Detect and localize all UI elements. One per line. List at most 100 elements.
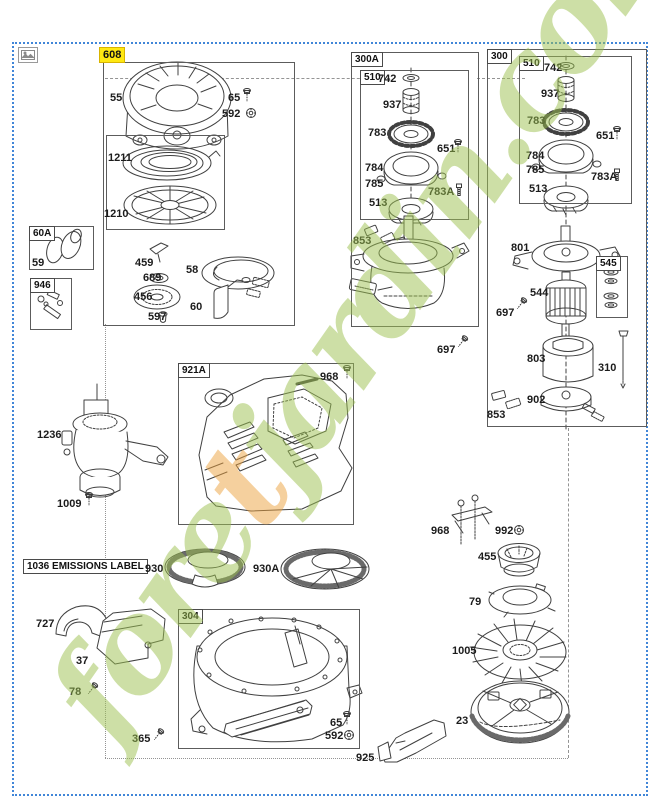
part-ref-783: 783 bbox=[368, 127, 387, 139]
bolt-icon bbox=[83, 492, 96, 508]
bracket-925-drawing bbox=[377, 719, 447, 763]
group-label-545: 545 bbox=[596, 256, 621, 271]
blower-cover-921A-drawing bbox=[198, 374, 353, 512]
part-ref-544: 544 bbox=[530, 287, 549, 299]
part-ref-783A: 783A bbox=[428, 186, 455, 198]
part-ref-784: 784 bbox=[526, 150, 545, 162]
screen-plate-79-drawing bbox=[488, 583, 556, 618]
group-921A bbox=[178, 363, 354, 525]
screw-icon bbox=[456, 335, 469, 351]
cover-727-drawing bbox=[55, 605, 107, 638]
part-ref-853: 853 bbox=[487, 409, 506, 421]
flywheel-23-drawing bbox=[469, 680, 571, 744]
bolt-icon bbox=[341, 711, 354, 727]
part-ref-853: 853 bbox=[353, 235, 372, 247]
bolt-icon bbox=[241, 88, 254, 104]
divider-line bbox=[105, 324, 106, 758]
part-ref-1210: 1210 bbox=[104, 208, 129, 220]
part-ref-697: 697 bbox=[496, 307, 515, 319]
group-510-left bbox=[360, 70, 469, 220]
box-spring-pulley bbox=[106, 135, 225, 230]
group-label-1036: 1036 EMISSIONS LABEL bbox=[23, 559, 148, 574]
nut-icon bbox=[513, 524, 526, 540]
image-placeholder-icon[interactable] bbox=[18, 47, 38, 63]
part-ref-455: 455 bbox=[478, 551, 497, 563]
screen-930A-drawing bbox=[280, 548, 370, 590]
part-ref-968: 968 bbox=[320, 371, 339, 383]
screw-bracket-968-drawing bbox=[451, 494, 493, 545]
bolt-icon bbox=[611, 126, 624, 142]
part-ref-925: 925 bbox=[356, 752, 375, 764]
part-ref-37: 37 bbox=[76, 655, 89, 667]
part-ref-784: 784 bbox=[365, 162, 384, 174]
part-ref-513: 513 bbox=[529, 183, 548, 195]
part-ref-1009: 1009 bbox=[57, 498, 82, 510]
part-ref-60: 60 bbox=[190, 301, 203, 313]
starter-grip-drawing bbox=[46, 228, 82, 264]
page-dotted-border bbox=[12, 42, 648, 796]
part-ref-803: 803 bbox=[527, 353, 546, 365]
part-ref-597: 597 bbox=[148, 311, 167, 323]
part-ref-310: 310 bbox=[598, 362, 617, 374]
starter-motor-300A-drawing bbox=[348, 215, 470, 309]
fan-1005-drawing bbox=[469, 618, 567, 687]
group-label-304: 304 bbox=[178, 609, 203, 624]
screw-icon bbox=[152, 728, 165, 744]
electric-starter-300-drawing bbox=[491, 205, 629, 431]
part-ref-65: 65 bbox=[228, 92, 241, 104]
part-ref-697: 697 bbox=[437, 344, 456, 356]
divider-line bbox=[105, 758, 568, 759]
part-ref-742: 742 bbox=[544, 62, 563, 74]
recoil-starter-group-drawing bbox=[122, 61, 232, 225]
group-300 bbox=[487, 49, 647, 427]
recoil-parts-drawing bbox=[133, 242, 275, 323]
part-ref-58: 58 bbox=[186, 264, 199, 276]
group-label-60A: 60A bbox=[29, 226, 56, 241]
part-ref-992: 992 bbox=[495, 525, 514, 537]
group-label-300: 300 bbox=[487, 49, 512, 64]
group-label-608[interactable]: 608 bbox=[99, 47, 126, 63]
group-label-300A: 300A bbox=[351, 52, 383, 67]
part-ref-930: 930 bbox=[145, 563, 164, 575]
bolt-icon bbox=[452, 139, 465, 155]
starter-cup-455-drawing bbox=[497, 543, 541, 577]
part-ref-459: 459 bbox=[135, 257, 154, 269]
part-ref-727: 727 bbox=[36, 618, 55, 630]
nut-icon bbox=[343, 729, 356, 745]
photo-icon bbox=[21, 50, 35, 60]
part-ref-801: 801 bbox=[511, 242, 530, 254]
part-ref-23: 23 bbox=[456, 715, 469, 727]
group-510-right bbox=[519, 56, 632, 204]
part-ref-592: 592 bbox=[222, 108, 241, 120]
part-ref-79: 79 bbox=[469, 596, 482, 608]
blower-housing-304-drawing bbox=[190, 616, 363, 743]
part-ref-651: 651 bbox=[596, 130, 615, 142]
shield-37-drawing bbox=[96, 608, 166, 665]
screen-930-drawing bbox=[164, 548, 246, 588]
screw-icon bbox=[86, 682, 99, 698]
group-label-921A: 921A bbox=[178, 363, 210, 378]
part-ref-55: 55 bbox=[110, 92, 123, 104]
pin-icon bbox=[611, 168, 624, 184]
group-300A bbox=[351, 52, 479, 327]
part-ref-785: 785 bbox=[365, 178, 384, 190]
group-label-510: 510 bbox=[360, 70, 385, 85]
divider-line bbox=[568, 428, 569, 758]
part-ref-742: 742 bbox=[378, 73, 397, 85]
part-ref-651: 651 bbox=[437, 143, 456, 155]
part-ref-968: 968 bbox=[431, 525, 450, 537]
nut-icon bbox=[245, 107, 258, 123]
starter-1236-drawing bbox=[61, 383, 169, 498]
divider-line bbox=[105, 78, 390, 79]
part-ref-902: 902 bbox=[527, 394, 546, 406]
part-ref-785: 785 bbox=[526, 164, 545, 176]
part-ref-1211: 1211 bbox=[108, 152, 132, 164]
part-ref-937: 937 bbox=[541, 88, 560, 100]
part-ref-689: 689 bbox=[143, 272, 162, 284]
group-label-510: 510 bbox=[519, 56, 544, 71]
part-ref-1005: 1005 bbox=[452, 645, 477, 657]
group-608 bbox=[103, 62, 295, 326]
part-ref-930A: 930A bbox=[253, 563, 280, 575]
